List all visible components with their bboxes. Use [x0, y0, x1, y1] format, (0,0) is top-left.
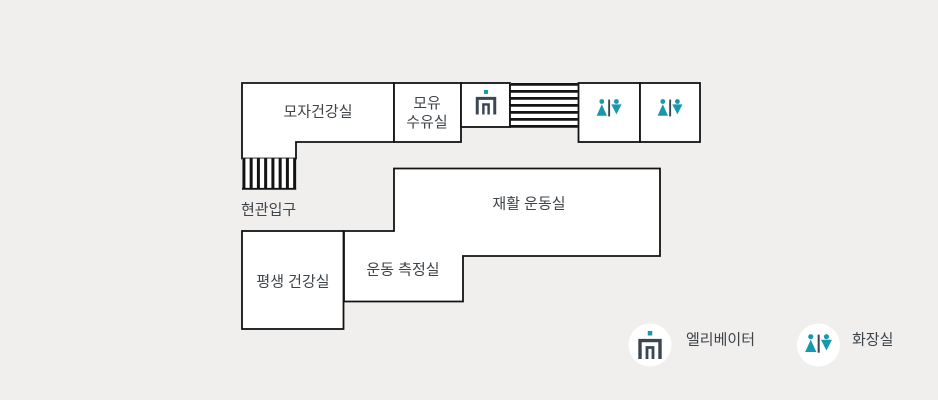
room-lifelong-health [241, 230, 345, 330]
entrance-label: 현관입구 [241, 201, 297, 219]
stairs-horizontal-icon [509, 83, 578, 128]
room-label-mother-child-health: 모자건강실 [283, 103, 353, 121]
room-label-nursing-line1: 모유 [413, 95, 441, 112]
legend [628, 323, 840, 367]
room-label-nursing-line2: 수유실 [406, 114, 448, 131]
legend-elevator-label: 엘리베이터 [686, 331, 756, 349]
room-label-nursing: 모유 수유실 [406, 94, 447, 132]
room-rehab-and-fitness [343, 167, 661, 303]
room-label-lifelong-health: 평생 건강실 [256, 273, 330, 291]
legend-restroom-label: 화장실 [852, 331, 894, 349]
room-label-rehab: 재활 운동실 [492, 195, 566, 213]
stairs-vertical-icon [242, 158, 297, 190]
room-label-fitness-measure: 운동 측정실 [366, 261, 440, 279]
legend-elevator-badge [628, 323, 672, 367]
